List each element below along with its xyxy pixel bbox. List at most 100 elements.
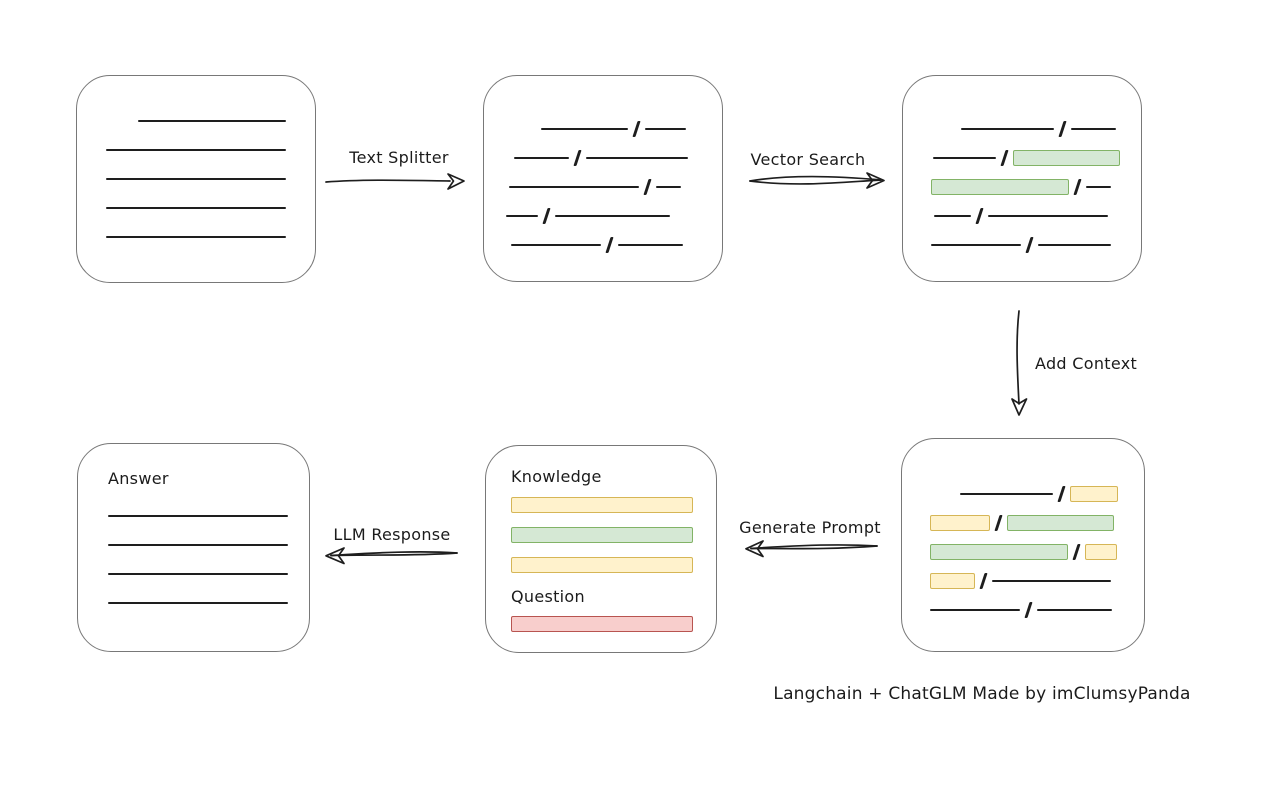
text-line [108,514,288,517]
knowledge-bars [511,497,716,573]
chunk-row [924,595,1144,624]
text-line [511,243,601,246]
chunk-row [106,106,315,135]
text-line [106,206,286,209]
text-line [1037,243,1111,246]
text-line [931,243,1021,246]
text-line [991,579,1111,582]
chunk-row [924,566,1144,595]
green-chunk-chip [930,543,1068,560]
text-line [1036,608,1112,611]
chunk-row [108,588,309,617]
text-line [541,127,628,130]
chunk-row [506,172,722,201]
slash-separator [1000,149,1009,166]
text-line [106,148,286,151]
indent-gap [506,128,541,129]
slash-separator [994,514,1003,531]
diagram-caption: Langchain + ChatGLM Made by imClumsyPand… [773,684,1191,704]
red-chunk-chip [511,616,693,632]
chunk-row [511,497,716,513]
vector-search-arrow [749,172,885,189]
text-line [987,214,1108,217]
chunk-row [925,143,1141,172]
text-line [644,127,686,130]
add-context-label: Add Context [1035,354,1138,373]
text-line [108,543,288,546]
text-line [509,185,639,188]
yellow-chunk-chip [1084,543,1117,560]
slash-separator [1057,485,1066,502]
chunk-row [506,143,722,172]
indent-gap [925,157,933,158]
text-line [617,243,683,246]
slash-separator [1024,601,1033,618]
slash-separator [632,120,641,137]
chunk-row [506,230,722,259]
text-line [106,235,286,238]
text-splitter-arrow [325,173,465,190]
indent-gap [925,215,934,216]
question-bar [511,616,716,632]
answer-box: Answer [77,443,310,652]
text-line [506,214,538,217]
yellow-chunk-chip [511,557,693,573]
slash-separator [1073,178,1082,195]
vector-search-label: Vector Search [750,150,866,169]
chunk-row [506,114,722,143]
text-line [108,601,288,604]
chunk-row [925,172,1141,201]
text-line [1085,185,1111,188]
text-line [961,127,1054,130]
slash-separator [542,207,551,224]
llm-response-label: LLM Response [333,525,451,544]
green-chunk-chip [931,178,1069,195]
chunk-row [106,193,315,222]
matched-chunks-box [902,75,1142,282]
context-chunks-box [901,438,1145,652]
chunk-row [924,508,1144,537]
slash-separator [573,149,582,166]
chunk-row [924,537,1144,566]
slash-separator [605,236,614,253]
chunk-row [924,479,1144,508]
text-line [585,156,688,159]
chunk-row [106,135,315,164]
chunk-row [511,557,716,573]
text-line [1070,127,1116,130]
answer-lines [108,501,309,617]
source-document-box [76,75,316,283]
generate-prompt-label: Generate Prompt [739,518,881,537]
text-splitter-label: Text Splitter [349,148,449,167]
chunk-row [925,201,1141,230]
indent-gap [506,157,514,158]
knowledge-label: Knowledge [511,467,602,486]
text-line [138,119,286,122]
generate-prompt-arrow [745,540,878,558]
chunk-row [511,527,716,543]
chunk-row [108,501,309,530]
chunk-row [925,230,1141,259]
slash-separator [1072,543,1081,560]
question-label: Question [511,587,585,606]
chunk-row [108,530,309,559]
green-chunk-chip [1012,149,1120,166]
text-line [960,492,1053,495]
slash-separator [1058,120,1067,137]
chunk-row [108,559,309,588]
chunk-row [511,616,716,632]
slash-separator [975,207,984,224]
slash-separator [979,572,988,589]
indent-gap [925,128,961,129]
text-line [108,572,288,575]
prompt-box: Knowledge Question [485,445,717,653]
chunk-row [106,222,315,251]
add-context-arrow [1011,310,1028,416]
yellow-chunk-chip [930,572,975,589]
chunk-row [506,201,722,230]
text-line [934,214,971,217]
text-line [933,156,996,159]
text-line [554,214,670,217]
split-chunks-box [483,75,723,282]
